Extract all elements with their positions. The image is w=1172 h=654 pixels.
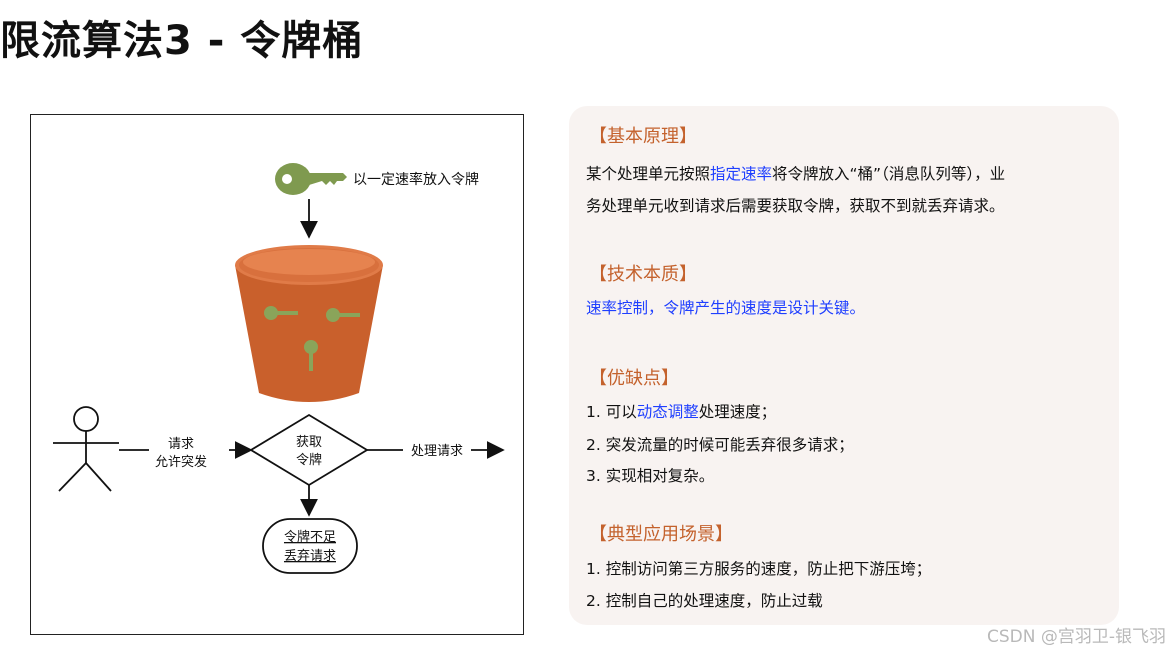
user-figure <box>53 406 119 492</box>
watermark: CSDN @宫羽卫-银飞羽 <box>986 627 1166 647</box>
essence-text: 速率控制，令牌产生的速度是设计关键。 <box>586 299 866 317</box>
scenarios-title: 【典型应用场景】 <box>589 524 733 545</box>
request-label-1: 请求 <box>168 437 194 452</box>
decision-label-2: 令牌 <box>296 452 322 468</box>
scenario-item-2: 2. 控制自己的处理速度，防止过载 <box>586 592 823 610</box>
reject-label-2: 丢弃请求 <box>284 549 336 564</box>
principle-line-1: 某个处理单元按照指定速率将令牌放入“桶”（消息队列等），业 <box>586 165 1006 183</box>
reject-terminal <box>262 518 358 574</box>
decision-diamond <box>249 413 369 487</box>
pros-cons-title: 【优缺点】 <box>589 368 679 389</box>
token-bucket-diagram: 以一定速率放入令牌 请求 允许突发 <box>30 114 524 635</box>
pros-highlight: 动态调整 <box>636 403 699 421</box>
principle-title: 【基本原理】 <box>589 126 697 147</box>
decision-label-1: 获取 <box>296 435 322 450</box>
key-icon <box>275 163 347 195</box>
scenario-item-1: 1. 控制访问第三方服务的速度，防止把下游压垮； <box>586 560 932 578</box>
principle-highlight: 指定速率 <box>710 165 773 183</box>
description-panel: 【基本原理】 某个处理单元按照指定速率将令牌放入“桶”（消息队列等），业 务处理… <box>569 106 1119 625</box>
pros-item-2: 2. 突发流量的时候可能丢弃很多请求； <box>586 436 854 454</box>
page-title: 限流算法3 - 令牌桶 <box>0 18 364 64</box>
key-label: 以一定速率放入令牌 <box>353 171 479 188</box>
pros-item-3: 3. 实现相对复杂。 <box>586 467 715 485</box>
principle-line-2: 务处理单元收到请求后需要获取令牌，获取不到就丢弃请求。 <box>586 197 1005 215</box>
reject-label-1: 令牌不足 <box>284 529 336 545</box>
bucket-icon <box>235 245 383 402</box>
request-label-2: 允许突发 <box>155 454 207 470</box>
token-icons <box>264 306 360 371</box>
pros-item-1: 1. 可以动态调整处理速度； <box>586 403 777 421</box>
essence-title: 【技术本质】 <box>589 264 697 285</box>
process-label: 处理请求 <box>411 444 463 459</box>
